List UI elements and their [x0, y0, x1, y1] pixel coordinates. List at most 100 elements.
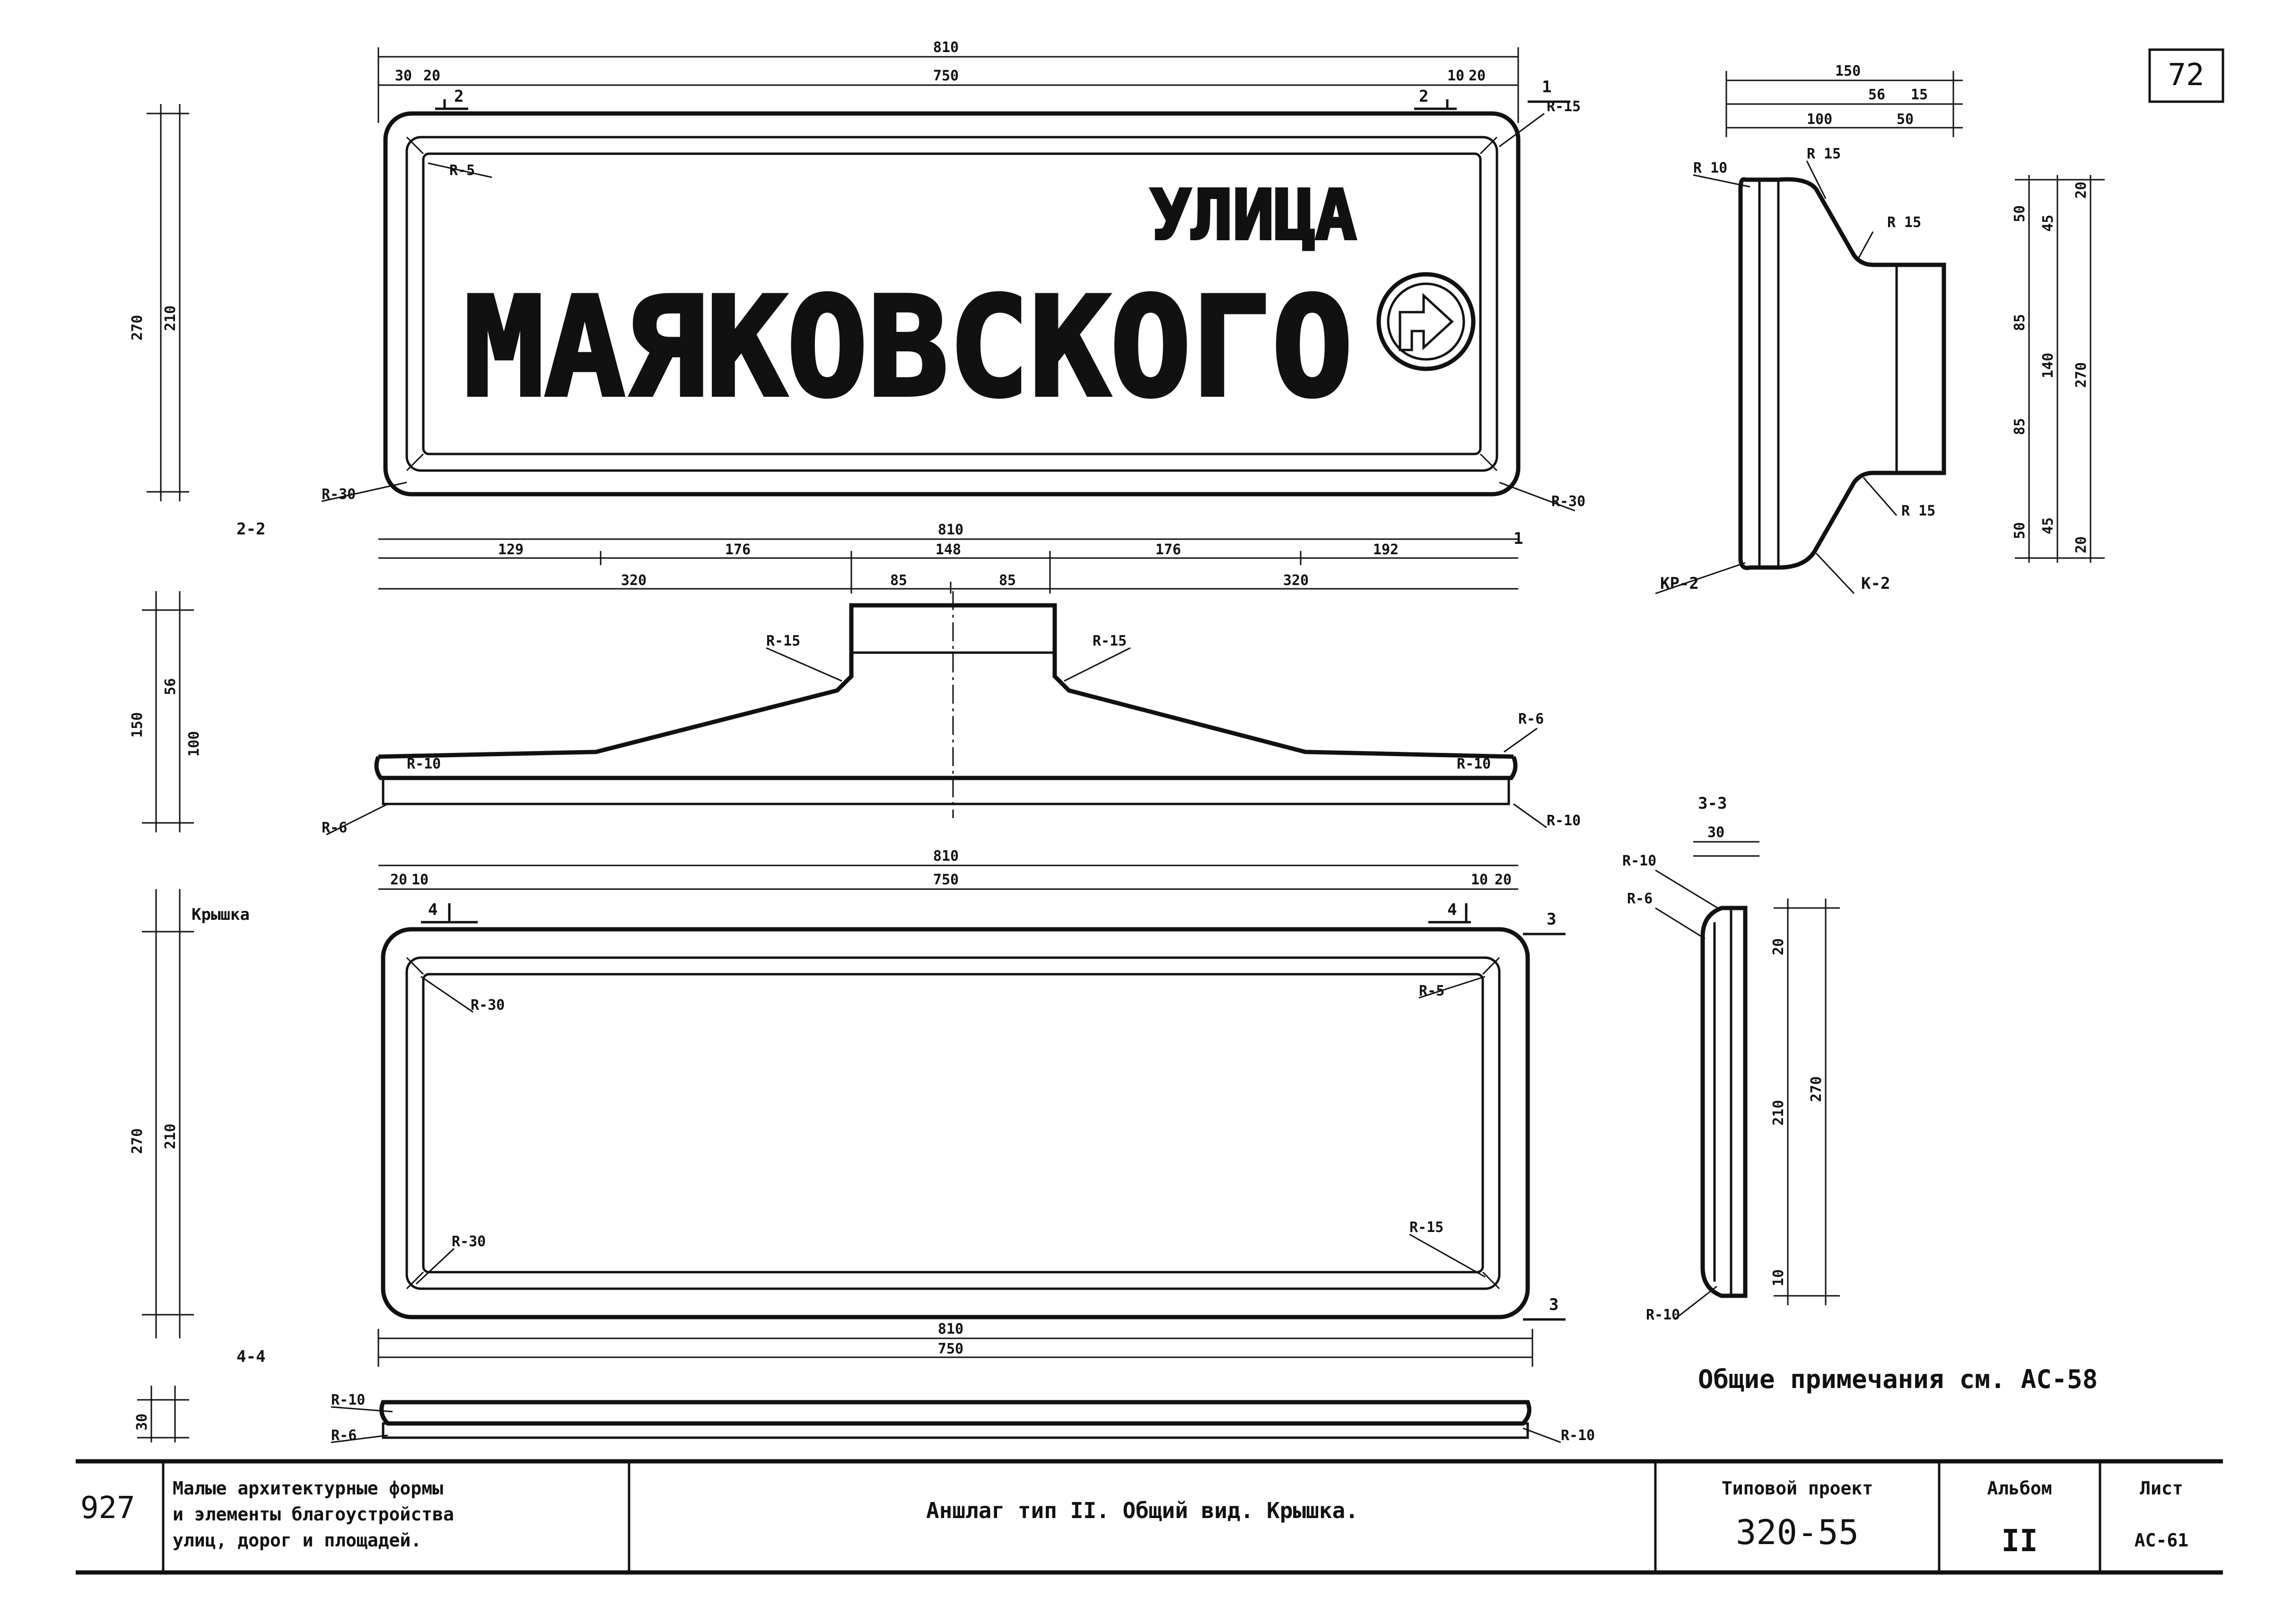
dim-750-cover-bottom: 750: [938, 1341, 963, 1357]
dim-150-profile: 150: [129, 712, 146, 738]
sheet-number: 72: [2168, 58, 2204, 93]
dim-810-top: 810: [933, 39, 959, 56]
arrow-circle-icon: [1376, 272, 1476, 371]
section-2-2-profile: R-15 R-15 R-10 R-10 R-6 R-6 R-10 150 56 …: [129, 591, 1581, 836]
cut-mark-1-top: 1: [1542, 78, 1551, 96]
dim-270-right: 270: [2073, 362, 2090, 388]
front-view: 810 750 30 20 10 20 2 2 1 R-15 R-5 R-30 …: [321, 39, 1585, 594]
dim-chain-176b: 176: [1155, 541, 1181, 558]
cut-mark-4-right: 4: [1447, 900, 1457, 919]
dim-100-side: 100: [1807, 111, 1832, 128]
radius-r10-44-right: R-10: [1561, 1427, 1595, 1444]
radius-r6-profile-left: R-6: [322, 820, 347, 836]
dim-chain-129: 129: [498, 541, 524, 558]
org-line-2: и элементы благоустройства: [173, 1504, 454, 1525]
sign-street-name: МАЯКОВСКОГО: [464, 268, 1353, 428]
dim-chain-192: 192: [1373, 541, 1399, 558]
dim-270-33: 270: [1808, 1076, 1825, 1102]
dim-85-right-b: 85: [2012, 418, 2028, 435]
dim-20-tr: 20: [1469, 68, 1486, 84]
org-line-3: улиц, дорог и площадей.: [173, 1530, 421, 1551]
cut-mark-4-left: 4: [428, 900, 437, 919]
dim-15-side: 15: [1911, 87, 1928, 103]
radius-r6-33: R-6: [1627, 891, 1653, 907]
dim-20-33-top: 20: [1770, 938, 1787, 955]
dim-30-44: 30: [134, 1414, 150, 1431]
cut-mark-3-bottom: 3: [1549, 1295, 1558, 1314]
album-label: Альбом: [1987, 1478, 2052, 1499]
front-left-dims: 270 210 2-2: [129, 104, 265, 539]
dim-30-tl: 30: [395, 68, 412, 84]
radius-r10-33-top: R-10: [1622, 853, 1656, 869]
sheet-code: АС-61: [2135, 1530, 2188, 1551]
section-label-2-2: 2-2: [236, 520, 265, 539]
dim-10-tr: 10: [1447, 68, 1464, 84]
dim-chain-320b: 320: [1283, 572, 1309, 589]
sign-street-label: УЛИЦА: [1150, 175, 1357, 255]
project-label: Типовой проект: [1722, 1478, 1873, 1499]
radius-r10-profile-br: R-10: [1547, 812, 1581, 829]
dim-100-profile: 100: [186, 731, 202, 757]
part-label-k2: К-2: [1861, 574, 1890, 593]
radius-r6-profile-right: R-6: [1518, 711, 1544, 727]
dim-50-side: 50: [1897, 111, 1914, 128]
radius-r10-profile-left: R-10: [407, 756, 441, 772]
cut-mark-1-bottom: 1: [1513, 529, 1523, 548]
sheet-label: Лист: [2140, 1478, 2183, 1499]
dim-750-cover-top: 750: [933, 872, 959, 888]
radius-r30-front-br: R-30: [1551, 493, 1585, 510]
dim-45-right-b: 45: [2040, 517, 2056, 534]
dim-10-33-bottom: 10: [1770, 1269, 1787, 1286]
side-number: 927: [80, 1491, 135, 1526]
sheet-number-box: 72: [2148, 48, 2224, 103]
general-notes: Общие примечания см. АС-58: [1698, 1364, 2098, 1394]
project-number: 320-55: [1736, 1512, 1859, 1552]
radius-r15-side-mid: R 15: [1887, 214, 1921, 231]
radius-r15-front-tr: R-15: [1547, 98, 1581, 115]
dim-750-top: 750: [933, 68, 959, 84]
drawing-title: Аншлаг тип II. Общий вид. Крышка.: [926, 1498, 1358, 1523]
radius-r15-cover-br: R-15: [1409, 1219, 1443, 1236]
dim-50-right-b: 50: [2012, 522, 2028, 539]
radius-r30-cover-bl: R-30: [452, 1233, 486, 1250]
dim-chain-320a: 320: [621, 572, 647, 589]
radius-r10-profile-right: R-10: [1457, 756, 1491, 772]
dim-85-right-a: 85: [2012, 314, 2028, 331]
dim-270-front: 270: [129, 315, 146, 341]
radius-r30-cover-tl: R-30: [471, 997, 505, 1013]
dim-210-33: 210: [1770, 1100, 1787, 1126]
radius-r10-side: R 10: [1693, 160, 1727, 176]
dim-270-cover: 270: [129, 1128, 146, 1154]
org-line-1: Малые архитектурные формы: [173, 1478, 443, 1499]
dim-30-33: 30: [1707, 824, 1724, 841]
dim-50-right-a: 50: [2012, 205, 2028, 222]
dim-20-cover-tl: 20: [390, 872, 407, 888]
dim-20-right-a: 20: [2073, 182, 2090, 199]
album-number: II: [2001, 1524, 2038, 1559]
radius-r15-side-bottom: R 15: [1901, 503, 1935, 519]
cover-label: Крышка: [192, 905, 250, 924]
radius-r15-boss-right: R-15: [1093, 633, 1127, 649]
side-view: 150 56 15 100 50 R 10 R 15 R 15 R 15 КР-…: [1655, 63, 2105, 594]
dim-chain-85b: 85: [999, 572, 1016, 589]
dim-10-cover-tr: 10: [1471, 872, 1488, 888]
dim-150-side: 150: [1835, 63, 1861, 79]
section-4-4-profile: R-10 R-6 R-10 30: [134, 1386, 1595, 1444]
cut-mark-3-top: 3: [1547, 910, 1556, 929]
dim-810-front-bottom: 810: [938, 522, 963, 538]
dim-20-cover-tr: 20: [1495, 872, 1512, 888]
dim-chain-148: 148: [936, 541, 961, 558]
dim-chain-176a: 176: [725, 541, 751, 558]
radius-r15-boss-left: R-15: [766, 633, 800, 649]
radius-r10-44-left: R-10: [331, 1392, 365, 1408]
dim-140-right: 140: [2040, 353, 2056, 378]
dim-810-cover-bottom: 810: [938, 1321, 963, 1337]
dim-56-side: 56: [1868, 87, 1885, 103]
dim-45-right-a: 45: [2040, 215, 2056, 232]
radius-r15-side-top: R 15: [1807, 146, 1841, 162]
radius-r10-33-bottom: R-10: [1646, 1307, 1680, 1323]
cut-mark-2-right: 2: [1419, 87, 1428, 106]
section-label-4-4: 4-4: [236, 1347, 265, 1366]
